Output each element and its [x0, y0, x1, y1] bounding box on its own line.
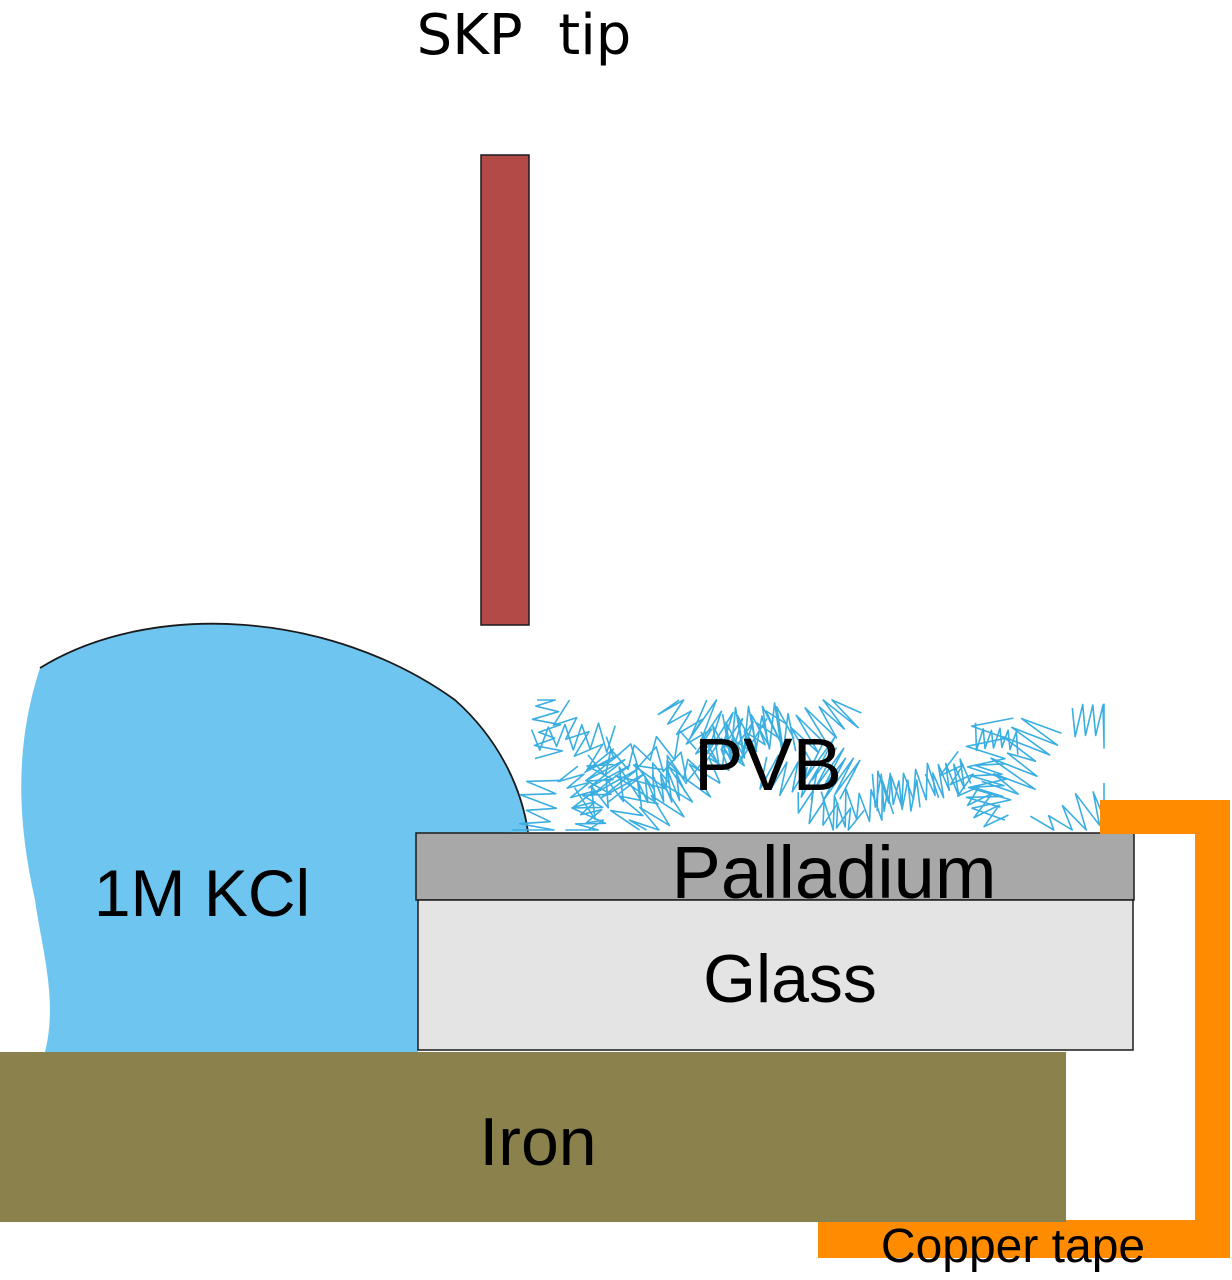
pvb-chain: [689, 699, 768, 762]
pvb-chain: [552, 699, 614, 771]
kcl-droplet-edge: [39, 622, 529, 833]
pvb-chain: [965, 763, 1006, 808]
pvb-chain: [803, 736, 861, 802]
pvb-chain: [981, 717, 1062, 795]
pvb-chain: [876, 762, 940, 812]
pvb-chain: [924, 758, 972, 799]
pvb-chain: [557, 765, 605, 831]
skp-tip: [480, 154, 530, 626]
pvb-chain: [511, 779, 562, 831]
pvb-chain: [628, 763, 721, 831]
pvb-chain: [657, 699, 723, 766]
pvb-chain: [965, 717, 1014, 821]
pvb-coating: [511, 699, 1105, 831]
pvb-chain: [565, 763, 614, 831]
pvb-chain: [1071, 703, 1105, 749]
iron-base: [0, 1052, 1066, 1222]
glass-layer: [417, 899, 1134, 1051]
iron-label: Iron: [479, 1104, 596, 1180]
pvb-chain: [531, 699, 564, 760]
pvb-chain: [759, 754, 819, 801]
kcl-droplet: [21, 623, 528, 1052]
pvb-chain: [638, 768, 687, 811]
pvb-chain: [573, 754, 688, 820]
pvb-chain: [820, 779, 895, 831]
pvb-chain: [974, 722, 1019, 755]
pvb-chain: [797, 789, 865, 831]
copper-label: Copper tape: [881, 1220, 1145, 1273]
skp-tip-label: SKP tip: [417, 3, 632, 68]
glass-label: Glass: [703, 941, 877, 1017]
pvb-label: PVB: [694, 723, 842, 806]
pvb-chain: [609, 764, 667, 831]
kcl-label: 1M KCl: [94, 856, 310, 930]
pvb-chain: [1029, 782, 1105, 831]
pvb-chain: [790, 699, 862, 765]
pvb-chain: [708, 710, 787, 783]
pvb-chain: [871, 772, 921, 813]
